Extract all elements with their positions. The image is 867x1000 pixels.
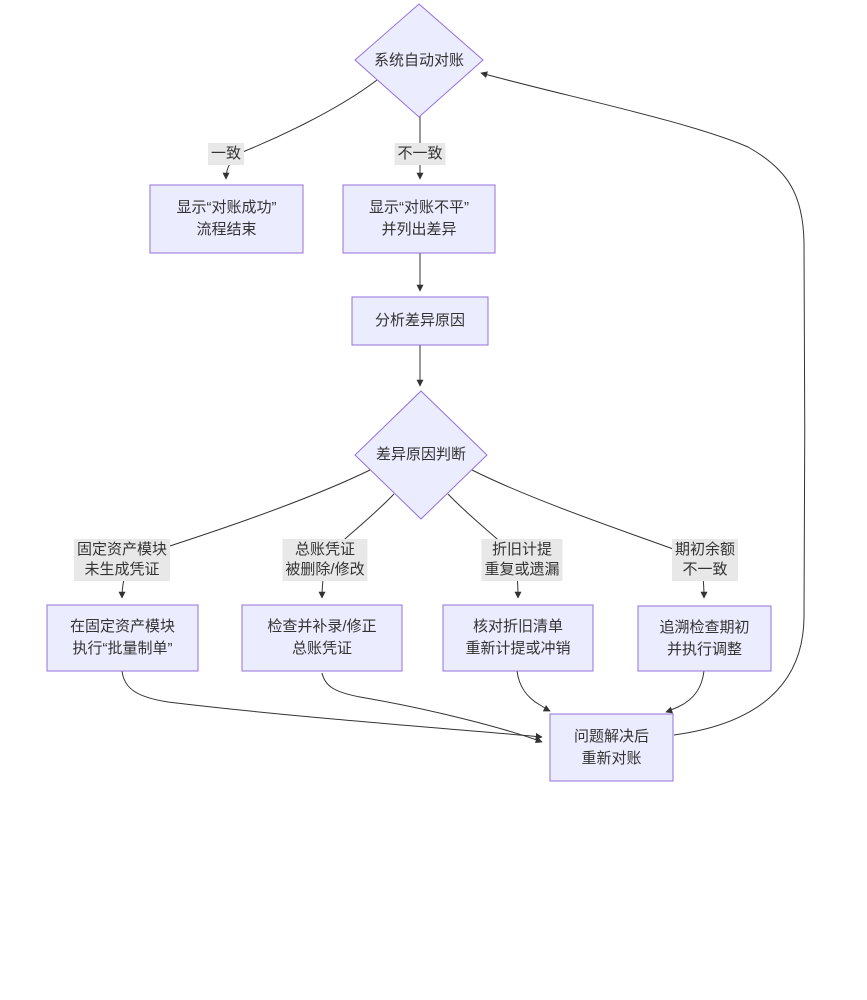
edge-fix-fixed-asset-to-redo bbox=[121, 670, 543, 740]
node-fix-gl-voucher-rect bbox=[241, 604, 403, 672]
edge-fix-depreciation-to-redo bbox=[516, 670, 551, 712]
edge-redo-to-start bbox=[480, 71, 806, 736]
node-success-rect bbox=[149, 184, 304, 254]
node-redo-rect bbox=[549, 713, 674, 782]
edge-label-cause-opening: 期初余额 不一致 bbox=[671, 539, 739, 581]
edge-label-cause-depreciation: 折旧计提 重复或遗漏 bbox=[481, 539, 563, 581]
node-judge-diamond bbox=[354, 390, 488, 520]
node-start-diamond bbox=[354, 3, 484, 118]
edge-label-mismatch: 不一致 bbox=[394, 143, 446, 165]
edge-label-cause-fixed-asset: 固定资产模块 未生成凭证 bbox=[73, 539, 171, 581]
node-unbalanced-rect bbox=[342, 184, 496, 254]
edge-label-match: 一致 bbox=[207, 143, 245, 165]
node-analyze-rect bbox=[351, 296, 489, 346]
node-fix-fixed-asset-rect bbox=[46, 604, 199, 672]
edge-fix-gl-voucher-to-redo bbox=[321, 672, 543, 744]
edge-label-cause-gl-voucher: 总账凭证 被删除/修改 bbox=[282, 539, 368, 581]
edge-fix-opening-to-redo bbox=[665, 670, 705, 714]
node-fix-opening-rect bbox=[637, 605, 772, 672]
edge-start-to-success bbox=[222, 79, 378, 180]
node-fix-depreciation-rect bbox=[442, 604, 594, 672]
